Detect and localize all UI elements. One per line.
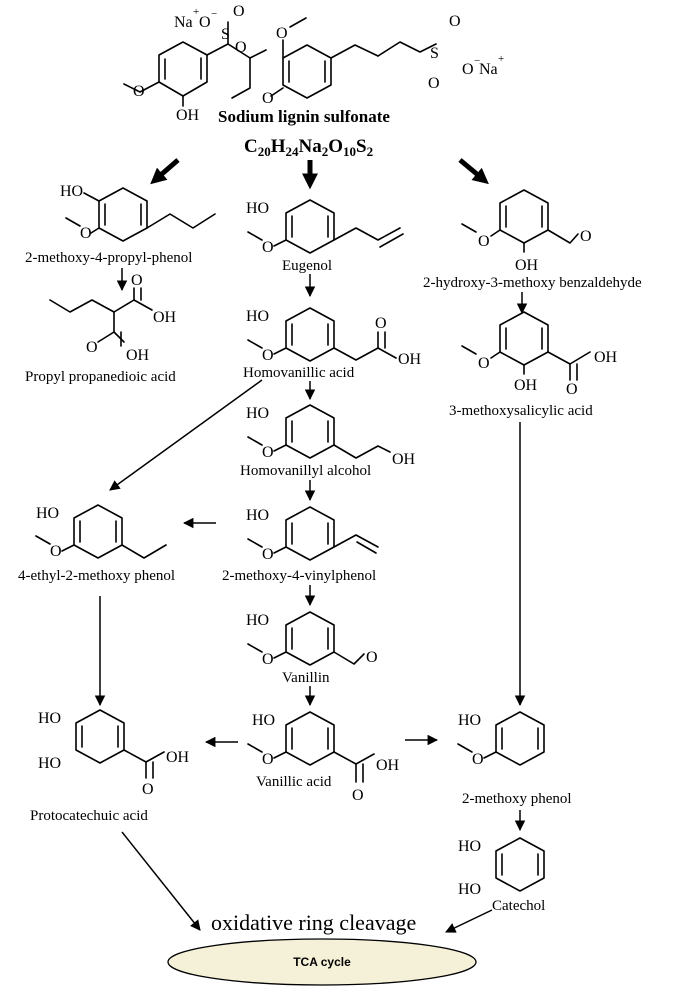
arrow-homovanillic-to-ethylphenol — [109, 379, 263, 491]
methoxy-o-label: O — [262, 651, 274, 668]
ether-o-label: O — [262, 90, 274, 107]
hydroxyl-label: HO — [252, 712, 275, 729]
hydroxyl-label: HO — [458, 881, 481, 898]
hydroxyl-label: HO — [246, 405, 269, 422]
ethylmethoxyphenol-structure: HO O — [35, 504, 167, 560]
methoxy-o-label: O — [50, 543, 62, 560]
sulfur-label: S — [221, 26, 230, 43]
acid-oh-label: OH — [594, 349, 618, 366]
arrow-catechol-to-cleavage — [445, 909, 493, 933]
hydroxyl-label: HO — [458, 838, 481, 855]
hydroxyl-label: OH — [515, 257, 539, 274]
methoxyphenol-label: 2-methoxy phenol — [462, 791, 572, 807]
methoxy-o-label: O — [262, 239, 274, 256]
homovanillic-structure: HO O O OH — [246, 307, 422, 368]
hydroxyl-label: OH — [176, 107, 200, 124]
methoxy-o-label: O — [80, 225, 92, 242]
vanillin-structure: HO O O — [246, 611, 378, 668]
catechol-structure: HO HO — [458, 837, 545, 898]
sulfonate-charge: − — [211, 8, 217, 20]
hydroxyl-label: HO — [458, 712, 481, 729]
carbonyl-o-label: O — [352, 787, 364, 804]
sodium-lignin-sulfonate-label: Sodium lignin sulfonate — [218, 107, 390, 126]
sodium-charge: + — [193, 6, 199, 18]
methoxyphenol-structure: HO O — [457, 711, 545, 768]
propylphenol-structure: HO O — [60, 183, 216, 242]
vinylphenol-label: 2-methoxy-4-vinylphenol — [222, 568, 376, 584]
ethylmethoxyphenol-label: 4-ethyl-2-methoxy phenol — [18, 568, 175, 584]
methoxy-o-label: O — [478, 233, 490, 250]
methoxy-o-label: O — [262, 546, 274, 563]
hydroxyl-label: HO — [38, 755, 61, 772]
carbonyl-o-label: O — [131, 272, 143, 289]
arrow-protocatechuic-to-cleavage — [121, 831, 201, 931]
sodium-label: Na — [174, 14, 193, 31]
tca-cycle-label: TCA cycle — [293, 955, 351, 969]
sulfonyl-o-label: O — [233, 3, 245, 20]
hydroxyl-label: HO — [38, 710, 61, 727]
hydroxyl-label: HO — [246, 612, 269, 629]
sulfonyl-o-label: O — [428, 75, 440, 92]
catechol-label: Catechol — [492, 898, 545, 914]
carbonyl-o-label: O — [566, 381, 578, 398]
aldehyde-o-label: O — [366, 649, 378, 666]
sulfonate-o-label: O — [462, 61, 474, 78]
eugenol-structure: HO O — [246, 199, 404, 256]
hydroxyl-label: HO — [60, 183, 83, 200]
carbonyl-o-label: O — [86, 339, 98, 356]
sodium-label: Na — [479, 61, 498, 78]
homovanillic-label: Homovanillic acid — [243, 365, 355, 381]
sodium-charge: + — [498, 53, 504, 65]
methoxysalicylic-structure: O OH OH O — [461, 311, 618, 398]
sulfonyl-o-label: O — [235, 39, 247, 56]
vanillin-label: Vanillin — [282, 670, 330, 686]
acid-oh-label: OH — [126, 347, 150, 364]
carbonyl-o-label: O — [142, 781, 154, 798]
methoxy-o-label: O — [276, 25, 288, 42]
vinylphenol-structure: HO O — [246, 506, 379, 563]
hydroxyl-label: OH — [514, 377, 538, 394]
methoxy-o-label: O — [472, 751, 484, 768]
protocatechuic-structure: HO HO OH O — [38, 709, 190, 798]
vanillic-structure: HO O OH O — [247, 711, 400, 804]
big-arrow-left — [150, 158, 180, 185]
chemical-formula: C20H24Na2O10S2 — [244, 136, 373, 159]
hydroxybenzaldehyde-structure: O OH O — [461, 189, 592, 274]
acid-oh-label: OH — [376, 757, 400, 774]
methoxy-o-label: O — [478, 355, 490, 372]
protocatechuic-label: Protocatechuic acid — [30, 808, 148, 824]
sulfonate-charge: − — [474, 55, 480, 67]
acid-oh-label: OH — [166, 749, 190, 766]
acid-oh-label: OH — [398, 351, 422, 368]
sulfonyl-o-label: O — [449, 13, 461, 30]
hydroxyl-label: HO — [246, 200, 269, 217]
propylphenol-label: 2-methoxy-4-propyl-phenol — [25, 250, 192, 266]
aldehyde-o-label: O — [580, 228, 592, 245]
sulfur-label: S — [430, 45, 439, 62]
methoxy-o-label: O — [262, 347, 274, 364]
acid-oh-label: OH — [153, 309, 177, 326]
hydroxyl-label: HO — [246, 308, 269, 325]
methoxysalicylic-label: 3-methoxysalicylic acid — [449, 403, 593, 419]
methoxy-o-label: O — [262, 444, 274, 461]
hydroxyl-label: HO — [246, 507, 269, 524]
eugenol-label: Eugenol — [282, 258, 332, 274]
homovanillyl-label: Homovanillyl alcohol — [240, 463, 371, 479]
oxidative-ring-cleavage-label: oxidative ring cleavage — [211, 910, 416, 935]
sodium-lignin-sulfonate-structure: O OH S O O Na + O − O O S O O O − Na + — [123, 3, 504, 124]
big-arrow-right — [458, 158, 489, 185]
carbonyl-o-label: O — [375, 315, 387, 332]
hydroxybenzaldehyde-label: 2-hydroxy-3-methoxy benzaldehyde — [423, 275, 642, 291]
tca-cycle-ellipse — [167, 938, 477, 986]
vanillic-label: Vanillic acid — [256, 774, 332, 790]
hydroxyl-label: HO — [36, 505, 59, 522]
propanedioic-label: Propyl propanedioic acid — [25, 369, 176, 385]
sulfonate-o-label: O — [199, 14, 211, 31]
methoxy-o-label: O — [262, 751, 274, 768]
homovanillyl-structure: HO O OH — [246, 404, 416, 468]
methoxy-o-label: O — [133, 83, 145, 100]
propanedioic-structure: O OH O OH — [49, 272, 177, 364]
alcohol-oh-label: OH — [392, 451, 416, 468]
